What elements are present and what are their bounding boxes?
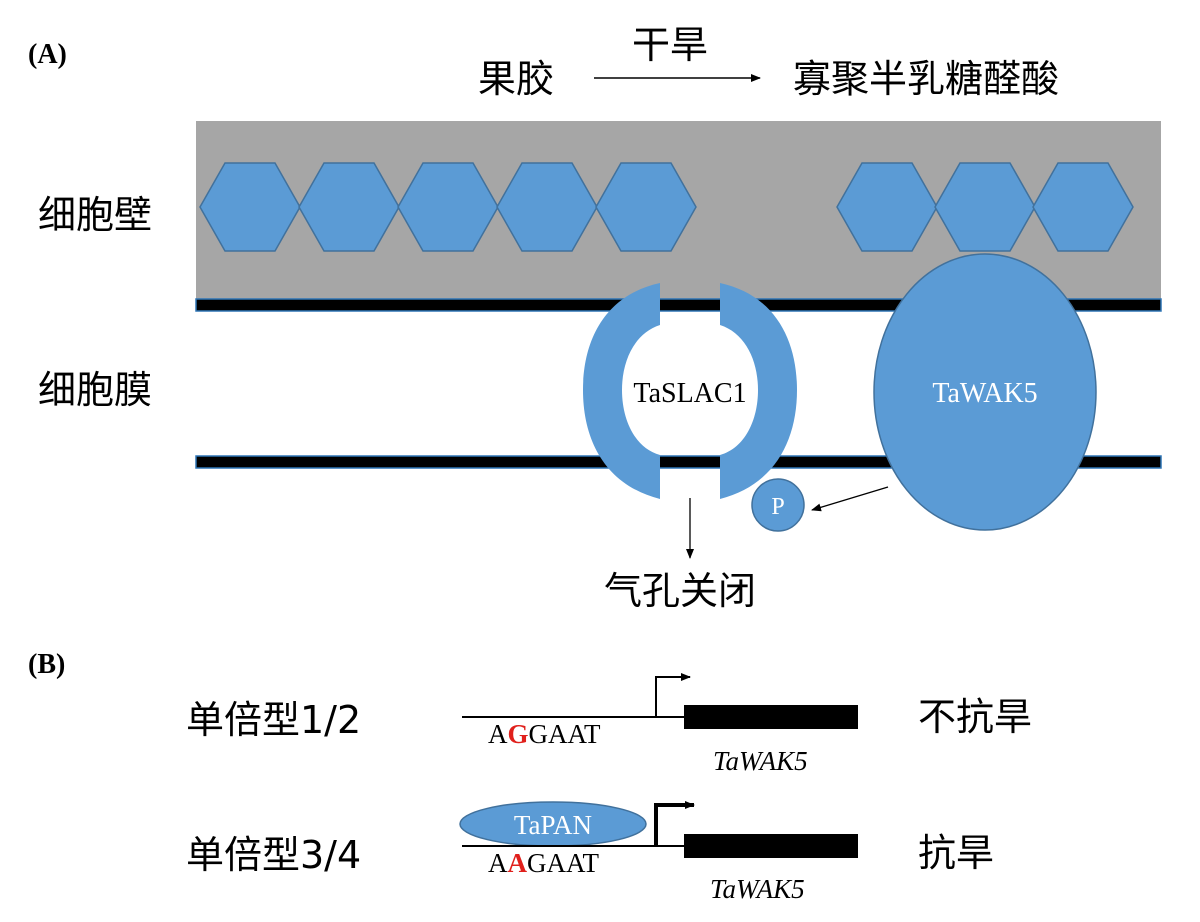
haplotype-row-1: 单倍型1/2 AGGAAT TaWAK5 不抗旱 [186, 673, 1032, 776]
pectin-hexagon [496, 162, 598, 252]
stomatal-closure-label: 气孔关闭 [604, 569, 756, 613]
pectin-chain [199, 162, 1134, 252]
pectin-hexagon [1032, 162, 1134, 252]
pectin-hexagon [298, 162, 400, 252]
phosphorylation-arrow [811, 486, 889, 512]
seq-suffix: GAAT [529, 719, 602, 749]
tawak5-kinase [873, 253, 1097, 531]
tapan-label: TaPAN [514, 810, 592, 840]
tss-arrow-enhanced [654, 801, 695, 846]
gene-box [684, 834, 858, 858]
seq-suffix: GAAT [527, 848, 600, 878]
snp-base: G [508, 719, 529, 749]
panel-a-label: (A) [28, 39, 67, 70]
phenotype-label: 不抗旱 [918, 695, 1032, 739]
phosphate-circle [751, 478, 805, 532]
drought-label: 干旱 [632, 23, 708, 67]
snp-base: A [508, 848, 528, 878]
seq-prefix: A [488, 719, 508, 749]
promoter-sequence: AGGAAT [488, 719, 601, 749]
cell-wall-label: 细胞壁 [38, 193, 152, 237]
promoter-sequence: AAGAAT [488, 848, 600, 878]
pectin-hexagon [595, 162, 697, 252]
cell-membrane-label: 细胞膜 [38, 368, 152, 412]
channel-left-half [583, 283, 660, 499]
taslac1-channel [583, 283, 797, 499]
gene-name: TaWAK5 [710, 874, 805, 904]
gene-box [684, 705, 858, 729]
pectin-label: 果胶 [478, 57, 554, 101]
seq-prefix: A [488, 848, 508, 878]
pectin-hexagon [199, 162, 301, 252]
panel-b-label: (B) [28, 649, 65, 680]
haplotype-row-2: 单倍型3/4 TaPAN AAGAAT TaWAK5 抗旱 [186, 801, 994, 904]
channel-right-half [720, 283, 797, 499]
haplotype-label: 单倍型1/2 [186, 698, 361, 742]
tawak5-label: TaWAK5 [932, 378, 1037, 409]
pectin-hexagon [836, 162, 938, 252]
tss-arrow [655, 673, 691, 717]
haplotype-label: 单倍型3/4 [186, 833, 361, 877]
taslac1-label: TaSLAC1 [633, 378, 746, 409]
phosphate-label: P [771, 494, 784, 520]
pectin-hexagon [397, 162, 499, 252]
oga-label: 寡聚半乳糖醛酸 [793, 57, 1059, 101]
gene-name: TaWAK5 [713, 746, 808, 776]
pectin-hexagon [934, 162, 1036, 252]
phenotype-label: 抗旱 [918, 831, 994, 875]
